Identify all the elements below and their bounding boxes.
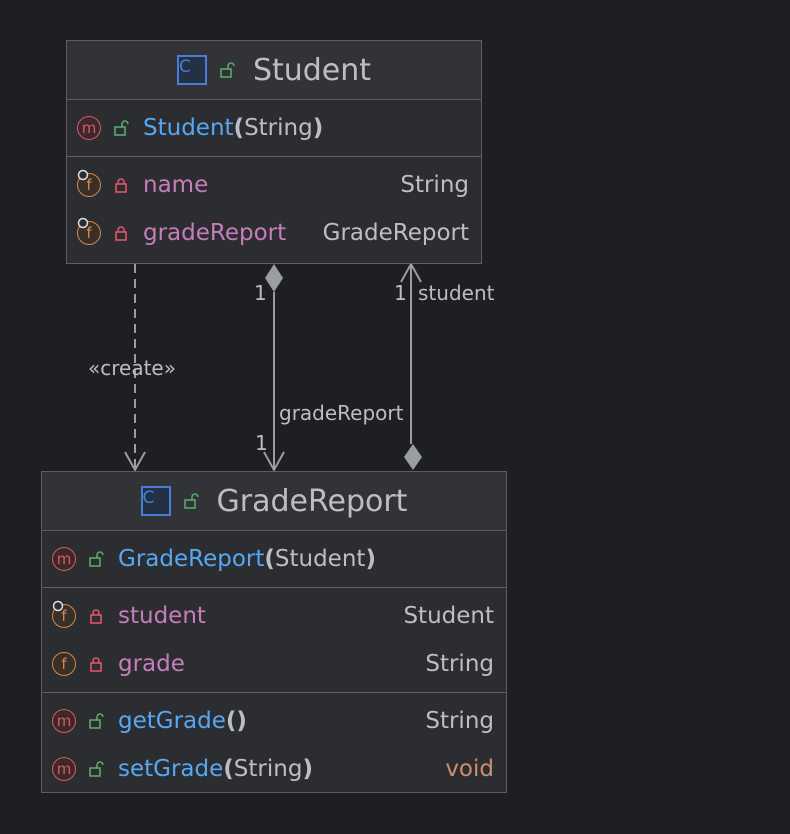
public-lock-icon [89, 713, 104, 729]
method-icon: m [52, 709, 76, 733]
constructors-section: m GradeReport(Student) [42, 531, 506, 588]
member-row[interactable]: m getGrade() String [42, 697, 506, 745]
open-paren: ( [225, 708, 237, 734]
field-icon: f [52, 652, 76, 676]
class-name: GradeReport [216, 483, 408, 519]
constructors-section: m Student(String) [67, 100, 481, 157]
public-lock-icon [89, 761, 104, 777]
member-row[interactable]: f name String [67, 161, 481, 209]
final-marker-icon [52, 600, 64, 612]
constructor-name: Student [143, 115, 234, 141]
association-role-label: student [418, 281, 495, 305]
method-name: setGrade [118, 756, 224, 782]
constructor-name: GradeReport [118, 546, 265, 572]
final-marker-icon [77, 169, 89, 181]
private-lock-icon [90, 609, 102, 624]
private-lock-icon [115, 226, 127, 241]
member-row[interactable]: f student Student [42, 592, 506, 640]
public-lock-icon [183, 493, 199, 509]
field-type: String [400, 172, 469, 198]
private-lock-icon [90, 657, 102, 672]
member-row[interactable]: f gradeReport GradeReport [67, 209, 481, 257]
public-lock-icon [89, 551, 104, 567]
class-header: C GradeReport [42, 472, 506, 531]
method-icon: m [52, 547, 76, 571]
open-paren: ( [223, 756, 234, 782]
composition-target-multiplicity: 1 [255, 431, 268, 455]
association-multiplicity: 1 [394, 281, 407, 305]
fields-section: f name String f gradeReport GradeReport [67, 157, 481, 261]
field-name: name [143, 172, 209, 198]
close-paren: ) [236, 708, 247, 734]
composition-gradereport-arrow[interactable] [263, 264, 285, 473]
create-label: «create» [88, 356, 176, 380]
member-row[interactable]: m GradeReport(Student) [42, 535, 506, 583]
field-name: grade [118, 651, 185, 677]
class-box-gradereport[interactable]: C GradeReport m GradeReport(Student) f s… [41, 471, 507, 793]
constructor-params: Student [274, 546, 366, 572]
close-paren: ) [312, 115, 324, 141]
member-row[interactable]: m setGrade(String) void [42, 745, 506, 793]
close-paren: ) [302, 756, 313, 782]
class-header: C Student [67, 41, 481, 100]
field-type: GradeReport [322, 220, 469, 246]
public-lock-icon [114, 120, 129, 136]
method-return-type: String [425, 708, 494, 734]
method-name: getGrade [118, 708, 226, 734]
composition-source-multiplicity: 1 [254, 281, 267, 305]
field-type: Student [403, 603, 494, 629]
field-name: gradeReport [143, 220, 287, 246]
field-type: String [425, 651, 494, 677]
private-lock-icon [115, 178, 127, 193]
create-dependency-arrow[interactable] [124, 264, 146, 473]
method-icon: m [77, 116, 101, 140]
class-icon: C [176, 55, 207, 85]
fields-section: f student Student f grade String [42, 588, 506, 693]
member-row[interactable]: f grade String [42, 640, 506, 688]
association-student-arrow[interactable] [400, 261, 422, 470]
composition-role-label: gradeReport [279, 401, 404, 425]
open-paren: ( [233, 115, 245, 141]
final-marker-icon [77, 217, 89, 229]
field-icon: f [77, 173, 101, 197]
class-icon: C [140, 486, 171, 516]
class-name: Student [252, 52, 372, 88]
class-box-student[interactable]: C Student m Student(String) f name Strin… [66, 40, 482, 264]
method-return-type: void [445, 756, 494, 782]
public-lock-icon [220, 62, 235, 78]
field-name: student [118, 603, 206, 629]
constructor-params: String [244, 115, 313, 141]
method-params: String [233, 756, 303, 782]
method-icon: m [52, 757, 76, 781]
methods-section: m getGrade() String m setGrade(String) v… [42, 693, 506, 797]
open-paren: ( [264, 546, 275, 572]
composition-diamond-icon [404, 444, 422, 470]
composition-diamond-icon [265, 264, 283, 292]
member-row[interactable]: m Student(String) [67, 104, 481, 152]
close-paren: ) [365, 546, 376, 572]
field-icon: f [52, 604, 76, 628]
